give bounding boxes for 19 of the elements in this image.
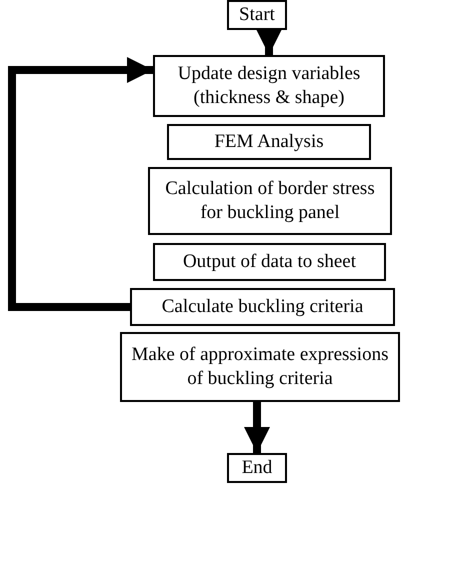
box-label: Calculate buckling criteria <box>162 295 364 319</box>
arrow <box>256 29 282 55</box>
terminal-box <box>227 0 287 30</box>
process-box <box>153 55 385 117</box>
process-box <box>148 167 392 235</box>
process-box <box>167 124 371 160</box>
box-label: Output of data to sheet <box>182 250 356 274</box>
box-label: End <box>242 456 272 480</box>
box-label: Make of approximate expressions of buckling criteria <box>130 343 390 391</box>
terminal-box <box>227 453 287 483</box>
arrow <box>244 402 270 453</box>
box-label: FEM Analysis <box>214 130 324 154</box>
box-label: Start <box>239 3 275 27</box>
process-box <box>153 243 386 281</box>
box-label: Update design variables (thickness & shape) <box>176 62 362 110</box>
box-label: Calculation of border stress for buckling panel <box>164 177 376 225</box>
arrow <box>8 57 153 311</box>
process-box <box>120 332 400 402</box>
process-box <box>130 288 395 326</box>
